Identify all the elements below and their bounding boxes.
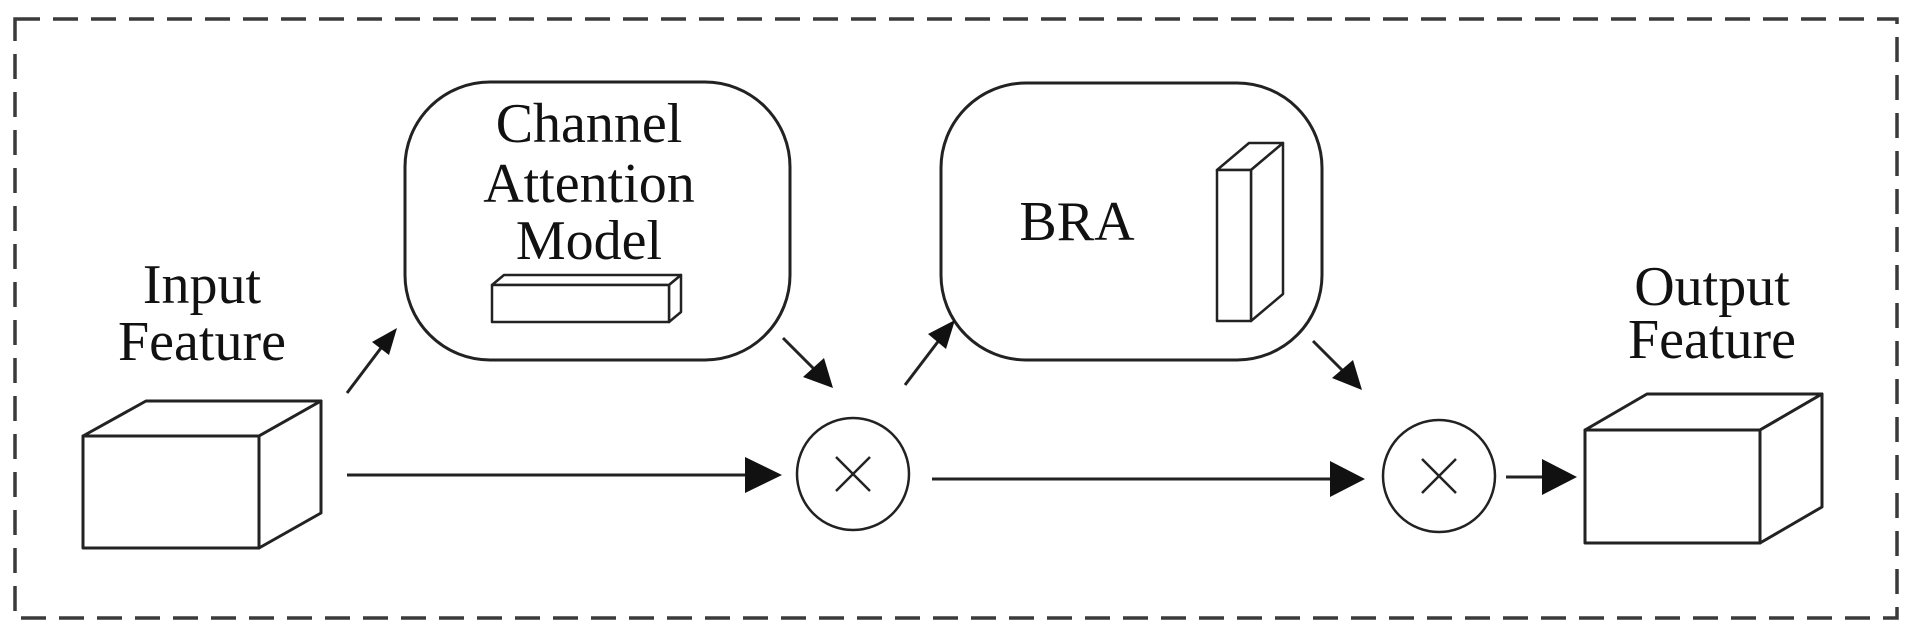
arrowhead-multiply-1-to-bra: [928, 320, 955, 349]
bra-label: BRA: [1019, 191, 1135, 253]
arrowhead-input-to-multiply-1: [745, 457, 782, 493]
channel-attention-label-line2: Attention: [483, 153, 695, 215]
output-feature-label-line2: Feature: [1628, 309, 1796, 371]
bra-block: BRA: [939, 81, 1324, 362]
channel-attention-label-line1: Channel: [496, 93, 683, 155]
multiply-node-1: [795, 416, 911, 532]
spatial-pillar-icon: [1215, 141, 1285, 323]
connectors: [345, 320, 1577, 497]
channel-attention-model-block: Channel Attention Model: [403, 80, 792, 362]
channel-vector-bar-icon: [490, 273, 683, 324]
input-feature-label-line2: Feature: [118, 311, 286, 373]
output-feature-label-line1: Output: [1634, 256, 1790, 318]
module-boundary-frame: [13, 17, 1899, 620]
arrowhead-multiply-1-to-multiply-2: [1330, 461, 1365, 497]
arrowhead-multiply-2-to-output: [1542, 459, 1577, 495]
input-feature-label-line1: Input: [143, 254, 262, 316]
multiply-icon: [1421, 458, 1457, 494]
arrow-input-to-channel-attention: [345, 343, 386, 394]
arrowhead-channel-attention-to-multiply-1: [803, 358, 833, 388]
arrowhead-input-to-channel-attention: [372, 328, 397, 355]
multiply-icon: [835, 456, 871, 492]
arrow-channel-attention-to-multiply-1: [781, 336, 820, 375]
arrow-multiply-1-to-bra: [903, 338, 942, 386]
arrowhead-bra-to-multiply-2: [1332, 360, 1362, 390]
multiply-node-2: [1381, 418, 1497, 534]
input-feature-cube-icon: [81, 399, 323, 550]
channel-attention-label-line3: Model: [516, 210, 662, 272]
output-feature-cube-icon: [1583, 392, 1824, 545]
